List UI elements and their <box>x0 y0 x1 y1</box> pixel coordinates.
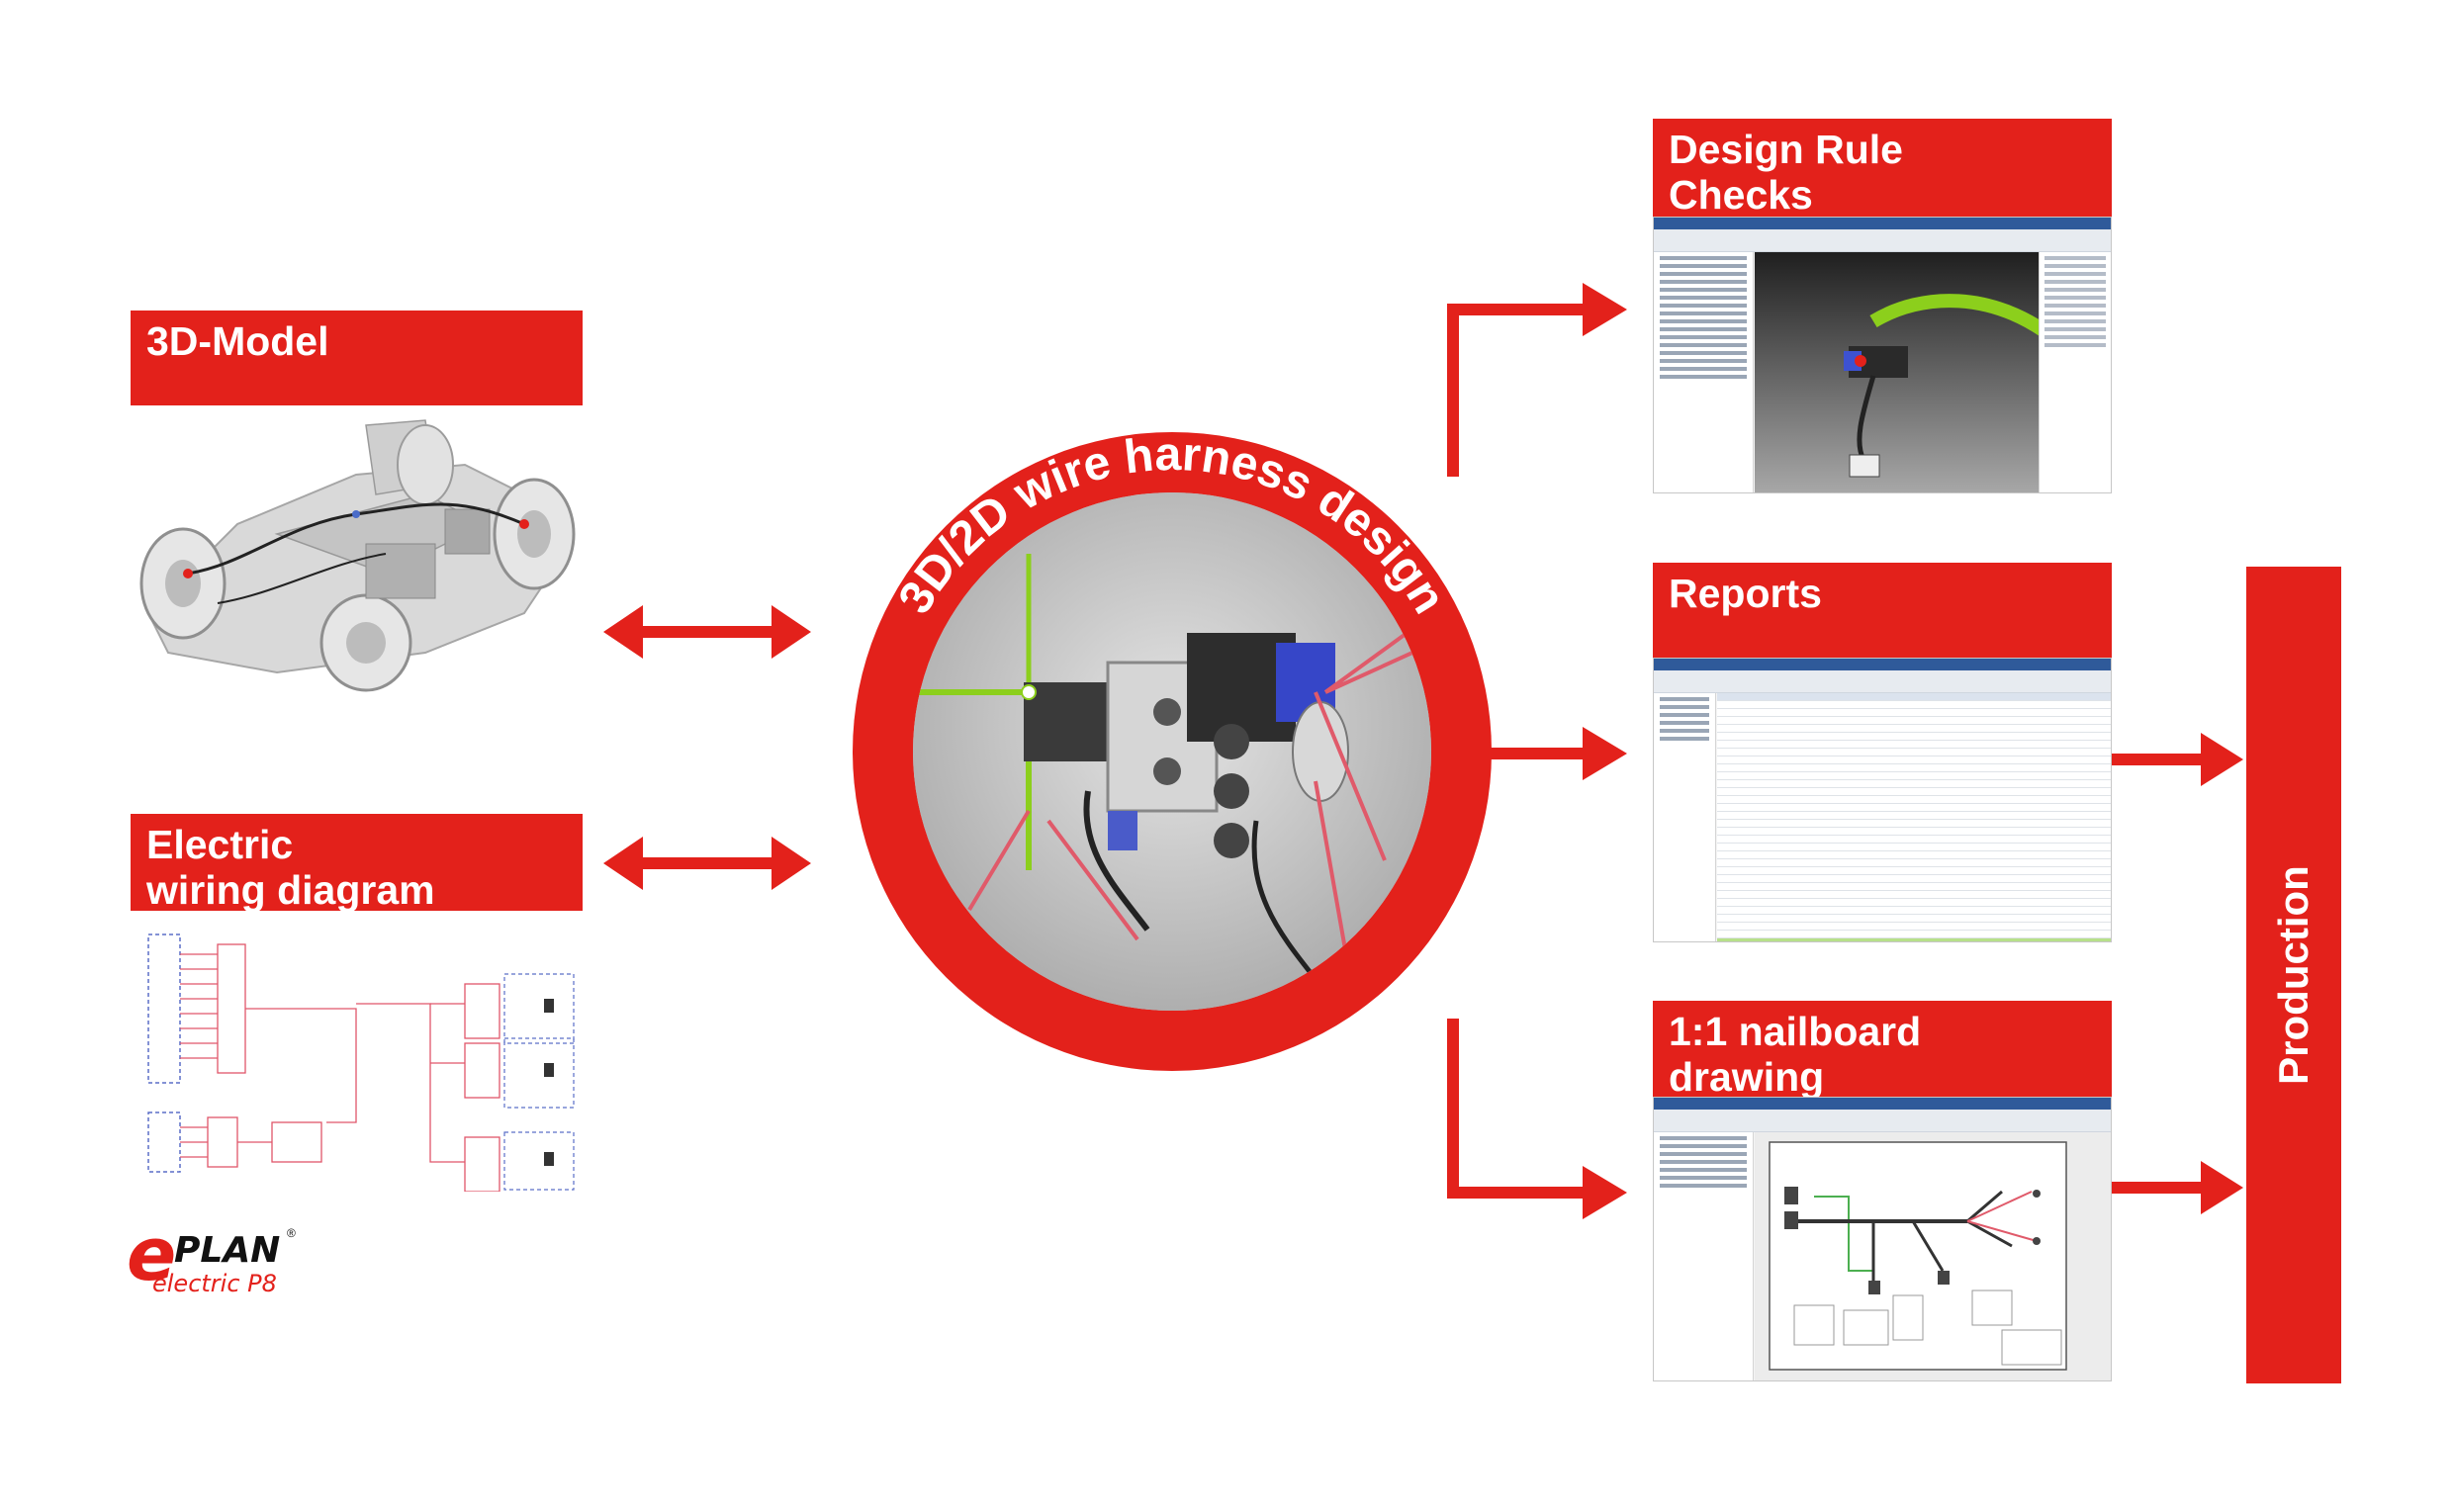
wiring-diagram-banner: Electric wiring diagram <box>131 814 583 913</box>
model-3d-title: 3D-Model <box>146 318 329 364</box>
arrow-nailboard-to-production <box>2107 1161 2243 1214</box>
arrow-center-to-reports <box>1486 727 1627 780</box>
drc-results-panel <box>2039 252 2111 492</box>
arrow-center-to-nailboard <box>1447 1019 1627 1219</box>
drc-title-line2: Checks <box>1669 172 1813 218</box>
wiring-diagram-title-line1: Electric <box>146 822 294 867</box>
window-toolbar <box>1654 229 2111 252</box>
drc-title-line1: Design Rule <box>1669 127 1903 172</box>
window-titlebar <box>1654 659 2111 670</box>
registered-mark: ® <box>287 1226 296 1240</box>
drc-3d-viewport <box>1755 252 2040 492</box>
window-toolbar <box>1654 670 2111 693</box>
eplan-logo-e-icon: e <box>127 1212 177 1297</box>
reports-title: Reports <box>1669 571 1822 616</box>
window-titlebar <box>1654 218 2111 229</box>
car-3d-model-image <box>129 405 589 692</box>
harness-3d-render <box>913 492 1431 1011</box>
arrow-reports-to-production <box>2107 733 2243 786</box>
eplan-logo: e PLAN ® electric P8 <box>127 1212 296 1307</box>
navigator-tree <box>1654 693 1716 941</box>
arrow-wiring-to-center <box>603 837 811 890</box>
nailboard-screenshot <box>1653 1097 2112 1381</box>
nailboard-title-line2: drawing <box>1669 1054 1825 1100</box>
eplan-logo-brand: PLAN <box>174 1230 281 1271</box>
nailboard-drawing-sheet <box>1755 1132 2111 1380</box>
nailboard-title-line1: 1:1 nailboard <box>1669 1009 1922 1054</box>
arrow-center-to-drc <box>1447 283 1627 477</box>
navigator-tree <box>1654 1132 1754 1380</box>
window-titlebar <box>1654 1098 2111 1110</box>
model-3d-banner: 3D-Model <box>131 311 583 407</box>
reports-banner: Reports <box>1653 563 2112 660</box>
report-table <box>1717 693 2111 941</box>
eplan-logo-edition: electric P8 <box>152 1270 277 1297</box>
drc-banner: Design Rule Checks <box>1653 119 2112 218</box>
reports-screenshot <box>1653 658 2112 942</box>
production-label: Production <box>2270 865 2317 1085</box>
production-bar: Production <box>2246 567 2341 1383</box>
window-toolbar <box>1654 1110 2111 1132</box>
arrow-model-to-center <box>603 605 811 659</box>
wiring-diagram-title-line2: wiring diagram <box>146 867 435 913</box>
wiring-schematic-image <box>129 915 589 1192</box>
nailboard-banner: 1:1 nailboard drawing <box>1653 1001 2112 1100</box>
drc-screenshot <box>1653 217 2112 493</box>
navigator-tree <box>1654 252 1754 492</box>
